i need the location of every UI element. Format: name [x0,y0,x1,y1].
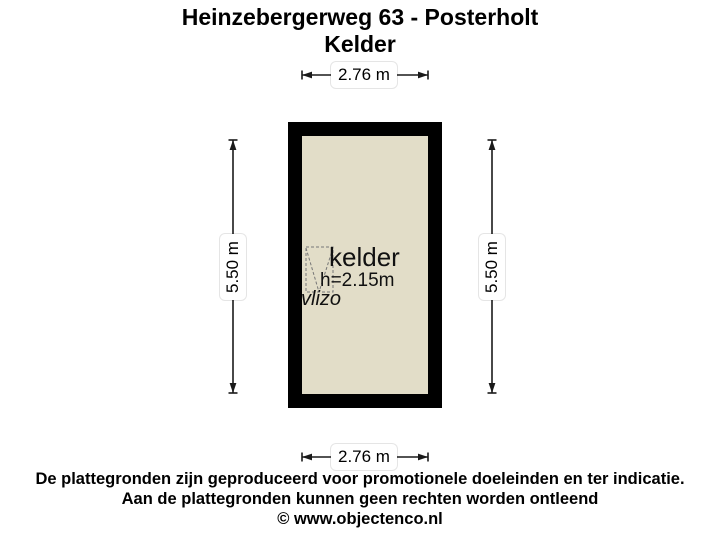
dimension-width-bottom: 2.76 m [331,444,397,470]
room-ceiling-height-label: h=2.15m [320,270,395,291]
dimension-height-right: 5.50 m [479,234,505,300]
disclaimer-line1: De plattegronden zijn geproduceerd voor … [35,470,685,488]
credit-line: © www.objectenco.nl [277,510,443,528]
footer: De plattegronden zijn geproduceerd voor … [0,469,720,529]
vlizo-hatch-icon [305,246,334,293]
dimension-width-top: 2.76 m [331,62,397,88]
page-title: Heinzebergerweg 63 - Posterholt [181,4,539,30]
dimension-height-left: 5.50 m [220,234,246,300]
page-subtitle: Kelder [324,31,396,57]
room-name-label: kelder [329,242,400,272]
disclaimer-line2: Aan de plattegronden kunnen geen rechten… [121,490,599,508]
title-block: Heinzebergerweg 63 - Posterholt Kelder [0,4,720,58]
room-kelder [288,122,442,408]
vlizo-label: vlizo [301,288,342,310]
